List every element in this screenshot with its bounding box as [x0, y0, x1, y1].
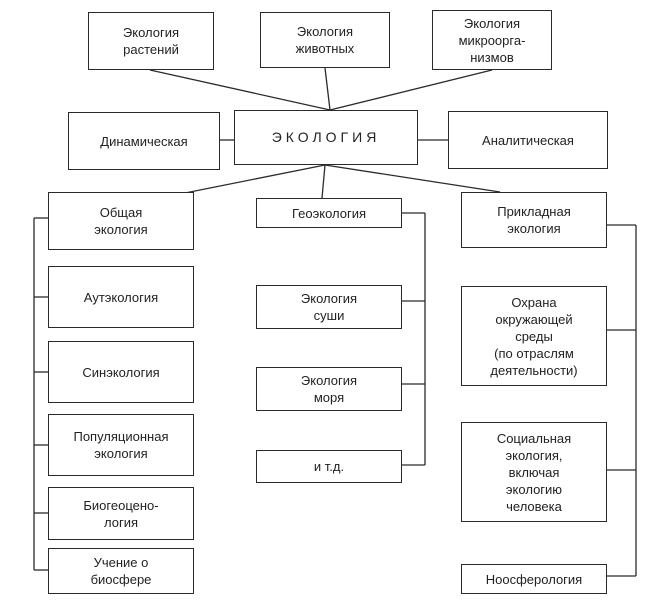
- population-ecology-box: Популяционная экология: [48, 414, 194, 476]
- social-ecology-box: Социальная экология, включая экологию че…: [461, 422, 607, 522]
- biogeocenology-box: Биогеоцено- логия: [48, 487, 194, 540]
- dynamic-ecology-box: Динамическая: [68, 112, 220, 170]
- environment-protection-box: Охрана окружающей среды (по отраслям дея…: [461, 286, 607, 386]
- general-ecology-box: Общая экология: [48, 192, 194, 250]
- etc-box: и т.д.: [256, 450, 402, 483]
- biosphere-doctrine-box: Учение о биосфере: [48, 548, 194, 594]
- animal-ecology-box: Экология животных: [260, 12, 390, 68]
- land-ecology-box: Экология суши: [256, 285, 402, 329]
- plant-ecology-box: Экология растений: [88, 12, 214, 70]
- ecology-center-box: ЭКОЛОГИЯ: [234, 110, 418, 165]
- synecology-box: Синэкология: [48, 341, 194, 403]
- analytical-ecology-box: Аналитическая: [448, 111, 608, 169]
- microorganism-ecology-box: Экология микроорга- низмов: [432, 10, 552, 70]
- noospherology-box: Ноосферология: [461, 564, 607, 594]
- applied-ecology-box: Прикладная экология: [461, 192, 607, 248]
- geoecology-box: Геоэкология: [256, 198, 402, 228]
- autecology-box: Аутэкология: [48, 266, 194, 328]
- sea-ecology-box: Экология моря: [256, 367, 402, 411]
